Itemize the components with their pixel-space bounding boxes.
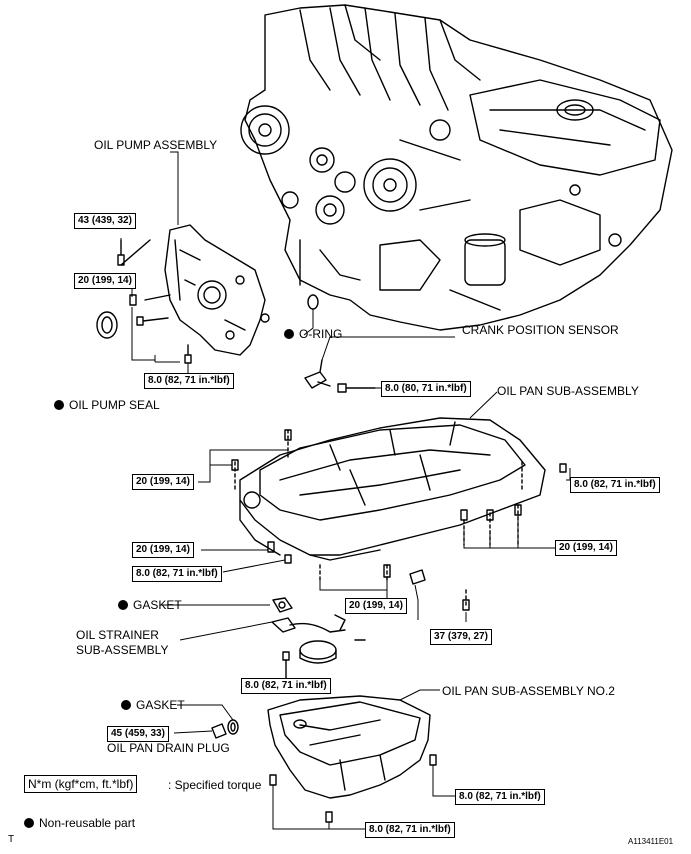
oil-pump-seal-label: OIL PUMP SEAL [54,398,160,412]
torque-box-crank-sensor: 8.0 (80, 71 in.*lbf) [381,381,471,397]
crank-position-sensor-label: CRANK POSITION SENSOR [462,323,619,337]
oil-pan-sub-assembly-no2-label: OIL PAN SUB-ASSEMBLY NO.2 [442,684,615,698]
nonreusable-bullet-icon [24,818,34,828]
oil-pump-assembly-label: OIL PUMP ASSEMBLY [94,138,218,152]
oil-pump-seal-drawing [96,311,118,339]
oil-pump-drawing [117,224,270,364]
nonreusable-bullet-icon [54,400,64,410]
oil-pan-sub-assembly-label: OIL PAN SUB-ASSEMBLY [497,384,639,398]
nonreusable-bullet-icon [118,600,128,610]
torque-box-oil-strainer: 8.0 (82, 71 in.*lbf) [241,678,331,694]
torque-box-drain-plug: 45 (459, 33) [107,726,169,742]
torque-box-oil-pan-no2-right: 8.0 (82, 71 in.*lbf) [455,789,545,805]
legend-nonreusable: Non-reusable part [24,816,135,830]
nonreusable-bullet-icon [284,329,294,339]
legend-torque-unit-box: N*m (kgf*cm, ft.*lbf) [24,775,138,793]
torque-box-oil-pan-right-top: 8.0 (82, 71 in.*lbf) [570,477,660,493]
torque-box-oil-pan-left-top: 20 (199, 14) [132,474,194,490]
torque-box-oil-pan-right-bolts: 20 (199, 14) [555,540,617,556]
torque-box-oil-pan-no2-bottom: 8.0 (82, 71 in.*lbf) [365,822,455,838]
crank-position-sensor-drawing [304,359,376,393]
oil-pan-drawing [231,417,567,611]
figure-id: A113411E01 [628,837,674,846]
o-ring-drawing [307,294,319,310]
torque-box-oil-pan-left-mid: 20 (199, 14) [132,542,194,558]
oil-strainer-drawing [271,597,366,681]
torque-box-oil-pan-bottom: 20 (199, 14) [345,598,407,614]
gasket-label: GASKET [118,598,182,612]
torque-box-oil-pump-top: 43 (439, 32) [74,213,136,229]
oil-pan-drain-plug-label: OIL PAN DRAIN PLUG [107,741,230,755]
torque-box-oil-pump-mid: 20 (199, 14) [74,273,136,289]
torque-box-oil-pan-big-bolt: 37 (379, 27) [430,629,492,645]
engine-block-drawing [240,4,673,331]
legend-torque-desc: : Specified torque [168,778,262,792]
leader-lines [120,151,571,830]
gasket-drain-label: GASKET [121,698,185,712]
torque-box-oil-pan-left-low: 8.0 (82, 71 in.*lbf) [132,566,222,582]
corner-mark-left: T [8,834,15,845]
o-ring-label: O-RING [284,327,342,341]
nonreusable-bullet-icon [121,700,131,710]
torque-box-oil-pump-bottom: 8.0 (82, 71 in.*lbf) [144,373,234,389]
oil-pan-no2-drawing [211,695,437,823]
